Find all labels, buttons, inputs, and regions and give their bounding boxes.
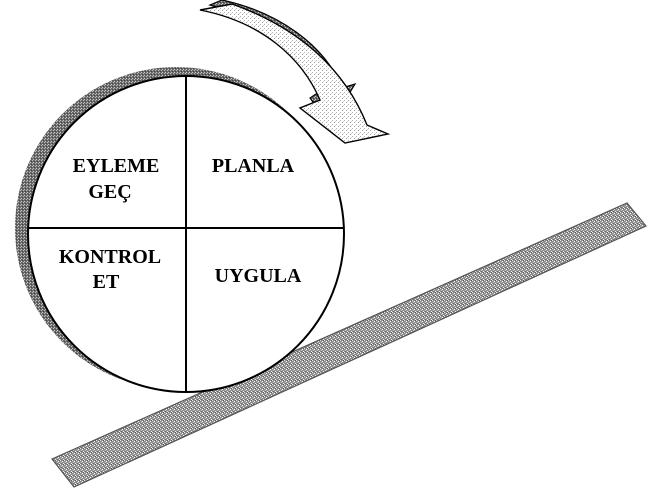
- label-kontrol-line2: ET: [93, 271, 120, 293]
- label-kontrol-line1: KONTROL: [59, 246, 161, 268]
- label-eyleme-line1: EYLEME: [73, 155, 160, 177]
- label-uygula: UYGULA: [215, 265, 302, 287]
- label-planla: PLANLA: [212, 155, 295, 177]
- label-eyleme-line2: GEÇ: [88, 181, 131, 203]
